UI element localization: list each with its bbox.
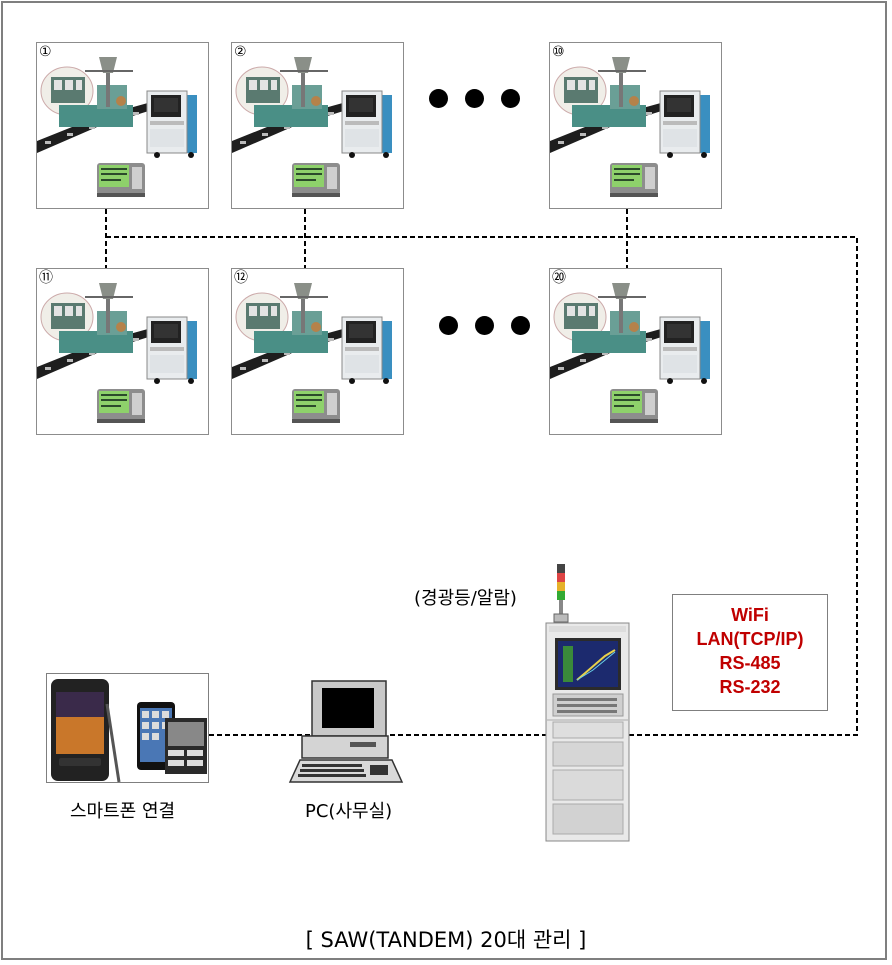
ellipsis-row-2 <box>439 316 530 335</box>
welder-power-supply-icon <box>341 316 392 384</box>
station-number: ⑫ <box>234 270 248 286</box>
desktop-pc <box>288 678 408 792</box>
monitor-device-icon <box>292 389 340 423</box>
monitor-device-icon <box>292 163 340 197</box>
monitor-device-icon <box>97 389 145 423</box>
station-number: ② <box>234 44 247 60</box>
welding-machine-icon <box>232 57 350 153</box>
welding-machine-icon <box>550 57 668 153</box>
station-card-11: ⑪ <box>36 268 209 435</box>
monitor-device-icon <box>97 163 145 197</box>
monitor-device-icon <box>610 163 658 197</box>
alarm-label: (경광등/알람) <box>414 588 517 609</box>
welding-station-illustration <box>37 283 197 423</box>
pc-label: PC(사무실) <box>305 801 393 822</box>
smartphone-label: 스마트폰 연결 <box>70 801 176 822</box>
station-number: ⑪ <box>39 270 53 286</box>
control-cabinet-icon <box>545 622 630 842</box>
diagram-caption: [ SAW(TANDEM) 20대 관리 ] <box>305 928 587 952</box>
protocol-box: WiFi LAN(TCP/IP) RS-485 RS-232 <box>672 594 828 711</box>
ellipsis-dot <box>511 316 530 335</box>
smartphone-box <box>46 673 209 783</box>
welding-station-illustration <box>232 57 392 197</box>
protocol-rs232: RS-232 <box>719 677 781 697</box>
ellipsis-dot <box>475 316 494 335</box>
ellipsis-dot <box>465 89 484 108</box>
station-card-1: ① <box>36 42 209 209</box>
welder-power-supply-icon <box>146 90 197 158</box>
welding-machine-icon <box>37 283 155 379</box>
welding-machine-icon <box>232 283 350 379</box>
protocol-wifi: WiFi <box>731 605 769 625</box>
ellipsis-dot <box>439 316 458 335</box>
protocol-rs485: RS-485 <box>719 653 781 673</box>
control-cabinet <box>545 622 630 848</box>
welding-station-illustration <box>37 57 197 197</box>
station-number: ⑳ <box>552 270 566 286</box>
station-number: ⑩ <box>552 44 565 60</box>
protocol-lan: LAN(TCP/IP) <box>696 629 804 649</box>
station-card-10: ⑩ <box>549 42 722 209</box>
ellipsis-dot <box>429 89 448 108</box>
welder-power-supply-icon <box>659 316 710 384</box>
ellipsis-row-1 <box>429 89 520 108</box>
welder-power-supply-icon <box>659 90 710 158</box>
ellipsis-dot <box>501 89 520 108</box>
welder-power-supply-icon <box>146 316 197 384</box>
welding-station-illustration <box>550 283 710 423</box>
signal-tower-icon <box>553 564 569 623</box>
desktop-pc-icon <box>288 680 404 783</box>
welding-station-illustration <box>550 57 710 197</box>
station-card-20: ⑳ <box>549 268 722 435</box>
station-card-2: ② <box>231 42 404 209</box>
welder-power-supply-icon <box>341 90 392 158</box>
smartphone-icon <box>51 679 207 782</box>
station-number: ① <box>39 44 52 60</box>
welding-machine-icon <box>37 57 155 153</box>
monitor-device-icon <box>610 389 658 423</box>
welding-machine-icon <box>550 283 668 379</box>
station-card-12: ⑫ <box>231 268 404 435</box>
welding-station-illustration <box>232 283 392 423</box>
